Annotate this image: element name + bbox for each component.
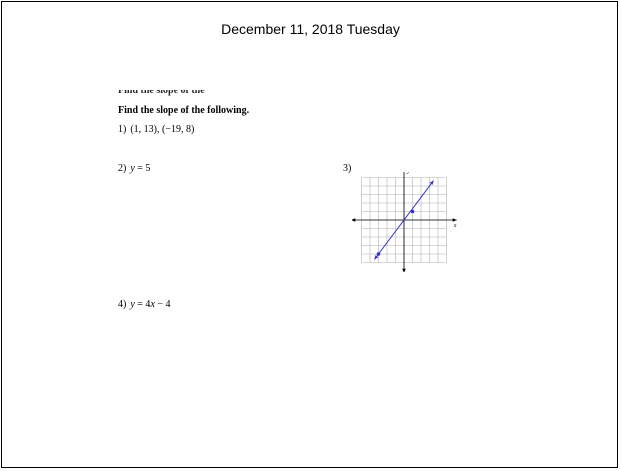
problem-3-number: 3) (343, 163, 352, 174)
plotted-point (376, 252, 381, 256)
x-axis-arrow-left (352, 218, 356, 222)
problem-4-constant: − 4 (154, 299, 171, 310)
date-title: December 11, 2018 Tuesday (221, 21, 400, 37)
problem-2: 2)y = 5 (118, 163, 150, 174)
problem-1-points: (1, 13), (−19, 8) (130, 124, 195, 135)
problem-2-equation: = 5 (134, 163, 151, 174)
problem-4-equals: = 4 (134, 299, 151, 310)
problem-4-variable-y: y (130, 299, 135, 310)
y-axis-label: y (406, 172, 411, 174)
problem-4: 4)y = 4x − 4 (118, 299, 171, 310)
problem-4-variable-x: x (150, 299, 155, 310)
problem-1-number: 1) (118, 124, 127, 135)
x-axis-arrow-right (452, 218, 457, 222)
problem-1: 1)(1, 13), (−19, 8) (118, 124, 194, 135)
heading-ghost-text: Find the slope of the following. (118, 90, 248, 98)
x-axis-label: x (453, 223, 457, 229)
coordinate-graph: x y (352, 172, 457, 272)
plotted-point (410, 209, 415, 214)
problem-4-number: 4) (118, 299, 127, 310)
problem-2-variable: y (130, 163, 135, 174)
line-arrow-end (429, 180, 434, 185)
plotted-line (374, 180, 434, 260)
line-arrow-start (374, 255, 379, 260)
worksheet-heading: Find the slope of the following. (118, 105, 250, 116)
y-axis-arrow-down (402, 268, 406, 272)
graph-axes (352, 172, 457, 272)
heading-ghost-label: Find the slope of the following. (118, 90, 205, 96)
problem-3: 3) (343, 163, 355, 174)
graph-plot (374, 180, 434, 260)
problem-2-number: 2) (118, 163, 127, 174)
